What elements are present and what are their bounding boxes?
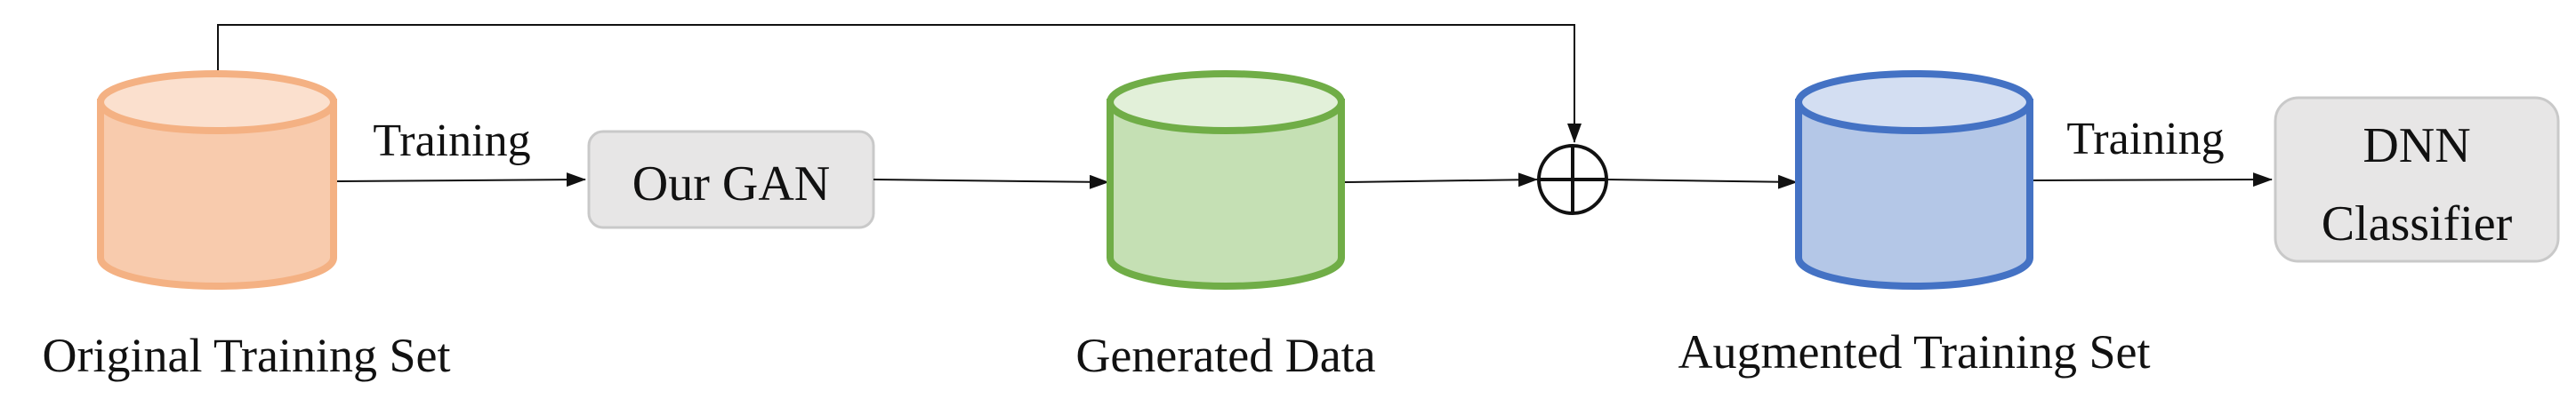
augmented-set-body bbox=[1795, 99, 2033, 290]
augmented-set-top bbox=[1795, 70, 2033, 134]
original-set-body bbox=[97, 99, 337, 290]
generated-data-cylinder bbox=[1107, 70, 1345, 290]
caption-original-training-set: Original Training Set bbox=[42, 329, 450, 382]
classifier-label-line1: DNN bbox=[2363, 118, 2470, 173]
generated-data-top bbox=[1107, 70, 1345, 134]
generated-data-body bbox=[1107, 99, 1345, 290]
edge-original-to-gan bbox=[336, 172, 586, 188]
edge-label-training-2: Training bbox=[2066, 114, 2224, 164]
edge-combine-to-augmented bbox=[1606, 174, 1798, 189]
original-training-set-cylinder bbox=[97, 70, 337, 290]
caption-augmented-training-set: Augmented Training Set bbox=[1678, 325, 2150, 379]
circled-plus-icon bbox=[1537, 144, 1608, 215]
edge-gan-to-generated bbox=[873, 174, 1109, 189]
classifier-label-line2: Classifier bbox=[2322, 196, 2513, 251]
edge-generated-to-combine bbox=[1344, 172, 1538, 188]
edge-label-training-1: Training bbox=[373, 116, 530, 166]
skip-connection-arrow bbox=[217, 24, 1582, 143]
caption-generated-data: Generated Data bbox=[1075, 329, 1375, 382]
dnn-classifier-box: DNN Classifier bbox=[2274, 96, 2560, 263]
our-gan-label: Our GAN bbox=[632, 156, 830, 211]
our-gan-box: Our GAN bbox=[587, 130, 875, 229]
augmented-training-set-cylinder bbox=[1795, 70, 2033, 290]
original-set-top bbox=[97, 70, 337, 134]
